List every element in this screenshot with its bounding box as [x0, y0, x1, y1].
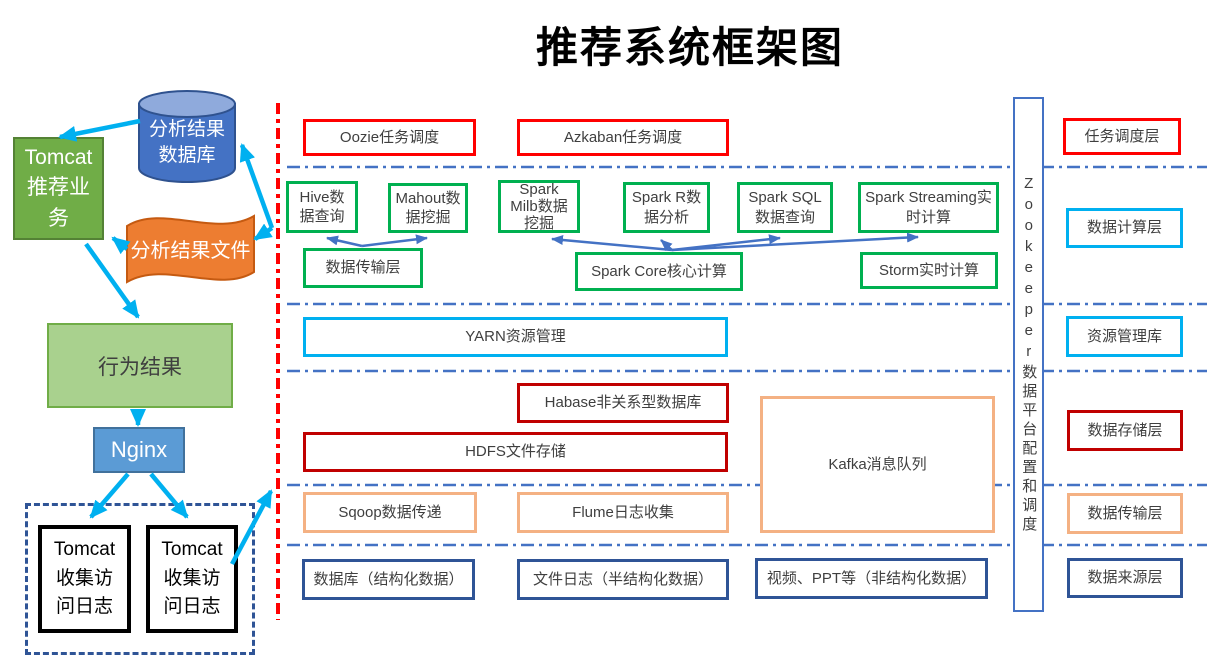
azkaban-box: Azkaban任务调度 [517, 119, 729, 156]
kafka-box: Kafka消息队列 [760, 396, 995, 533]
spark-mlib-box: Spark Milb数据挖掘 [498, 180, 580, 233]
data-transfer-green-box: 数据传输层 [303, 248, 423, 288]
arrow-core-to-mlib [551, 235, 673, 252]
tomcat-log-node-1: Tomcat收集访问日志 [38, 525, 131, 633]
hbase-box: Habase非关系型数据库 [517, 383, 729, 423]
arrow-platform-to-file [253, 223, 274, 241]
spark-streaming-box: Spark Streaming实时计算 [858, 182, 999, 233]
layer-label-resource: 资源管理库 [1066, 316, 1183, 357]
flume-box: Flume日志收集 [517, 492, 729, 533]
layer-label-computing: 数据计算层 [1066, 208, 1183, 248]
hdfs-box: HDFS文件存储 [303, 432, 728, 472]
zookeeper-bar: Zookeeper数据平台配置和调度 [1013, 97, 1044, 612]
page-title: 推荐系统框架图 [535, 24, 844, 71]
source-database-box: 数据库（结构化数据） [302, 559, 475, 600]
analysis-file-label: 分析结果文件 [130, 240, 251, 262]
behavior-result-node: 行为结果 [47, 323, 233, 408]
sqoop-box: Sqoop数据传递 [303, 492, 477, 533]
wave-shape [126, 214, 255, 284]
storm-box: Storm实时计算 [860, 252, 998, 289]
layer-label-source: 数据来源层 [1067, 558, 1183, 598]
spark-sql-box: Spark SQL数据查询 [737, 182, 833, 233]
cylinder-shape [138, 90, 236, 183]
arrow-transfer-to-mahout [361, 234, 428, 248]
tomcat-log-group [25, 503, 255, 655]
layer-label-storage: 数据存储层 [1067, 410, 1183, 451]
arrow-core-to-sparkr [660, 239, 673, 252]
layer-label-scheduling: 任务调度层 [1063, 118, 1181, 155]
layer-label-transfer: 数据传输层 [1067, 493, 1183, 534]
yarn-box: YARN资源管理 [303, 317, 728, 357]
hive-box: Hive数据查询 [286, 181, 358, 233]
oozie-box: Oozie任务调度 [303, 119, 476, 156]
analysis-db-cylinder: 分析结果数据库 [136, 88, 238, 185]
spark-core-box: Spark Core核心计算 [575, 252, 743, 291]
analysis-file-wave: 分析结果文件 [124, 208, 257, 295]
arrow-db-to-tomcat-business [58, 118, 141, 142]
source-filelog-box: 文件日志（半结构化数据） [517, 559, 729, 600]
source-video-box: 视频、PPT等（非结构化数据） [755, 558, 988, 599]
mahout-box: Mahout数据挖掘 [388, 183, 468, 233]
spark-r-box: Spark R数据分析 [623, 182, 710, 233]
analysis-db-label: 分析结果数据库 [148, 118, 225, 166]
arrow-transfer-to-hive [326, 235, 363, 248]
arrow-core-to-streaming [671, 232, 919, 252]
tomcat-business-node: Tomcat推荐业务 [13, 137, 104, 240]
arrow-core-to-sparksql [671, 234, 781, 252]
nginx-node: Nginx [93, 427, 185, 473]
tomcat-log-node-2: Tomcat收集访问日志 [146, 525, 238, 633]
